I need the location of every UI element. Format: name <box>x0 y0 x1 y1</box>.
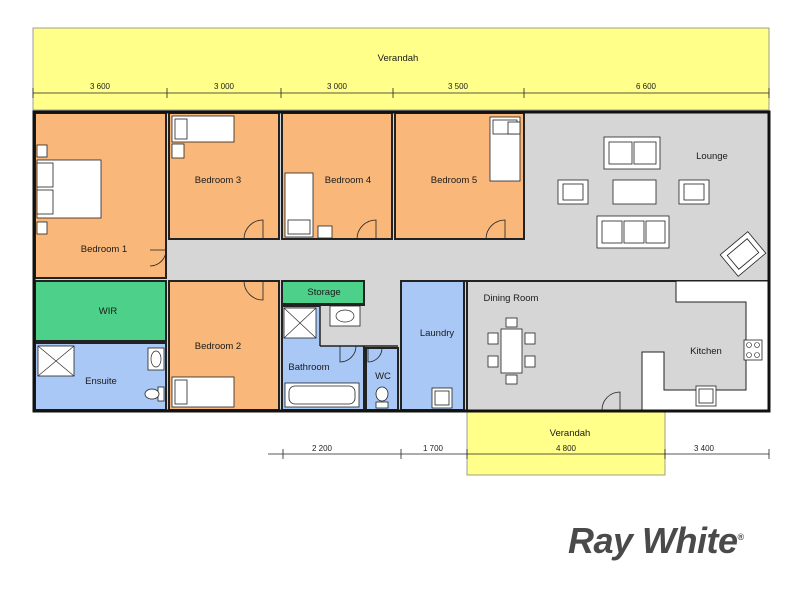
dim-top-3: 3 000 <box>327 82 348 91</box>
sink-icon <box>147 347 165 371</box>
toilet-icon <box>375 386 389 409</box>
label-bedroom-2: Bedroom 2 <box>195 341 241 352</box>
shower-icon <box>37 345 75 377</box>
brand-name: Ray White <box>568 520 738 561</box>
label-bedroom-4: Bedroom 4 <box>325 175 371 186</box>
label-wc: WC <box>375 371 391 382</box>
label-verandah-bottom: Verandah <box>550 428 591 439</box>
label-wir: WIR <box>99 306 118 317</box>
laundry-tub-icon <box>431 387 453 409</box>
dim-bottom-1: 2 200 <box>312 444 333 453</box>
dim-top-2: 3 000 <box>214 82 235 91</box>
bathtub-icon <box>284 382 360 408</box>
door-swings <box>149 219 621 411</box>
sink-icon <box>695 385 717 407</box>
dining-table-icon <box>487 317 536 385</box>
label-dining-room: Dining Room <box>484 293 539 304</box>
armchair-icon <box>678 179 710 205</box>
dim-bottom-2: 1 700 <box>423 444 444 453</box>
sofa-icon <box>603 136 661 170</box>
label-bedroom-5: Bedroom 5 <box>431 175 477 186</box>
verandah-top <box>32 27 770 111</box>
bottom-dimension-line <box>268 449 770 459</box>
dim-top-4: 3 500 <box>448 82 469 91</box>
armchair-icon <box>557 179 589 205</box>
label-bedroom-3: Bedroom 3 <box>195 175 241 186</box>
label-ensuite: Ensuite <box>85 376 117 387</box>
top-dimension-line <box>32 88 770 98</box>
shower-icon <box>283 307 317 339</box>
label-laundry: Laundry <box>420 328 455 339</box>
bed-icon <box>171 115 235 159</box>
bed-icon <box>171 376 235 408</box>
label-storage: Storage <box>307 287 340 298</box>
dim-top-5: 6 600 <box>636 82 657 91</box>
label-verandah-top: Verandah <box>378 53 419 64</box>
verandah-bottom <box>466 411 666 476</box>
sofa-icon <box>596 215 670 249</box>
label-bathroom: Bathroom <box>288 362 329 373</box>
storage-area <box>281 280 365 305</box>
armchair-icon <box>719 231 767 277</box>
label-kitchen: Kitchen <box>690 346 722 357</box>
ray-white-logo: Ray White® <box>568 520 744 562</box>
toilet-icon <box>144 386 165 402</box>
bed-icon <box>489 116 521 182</box>
bed-icon <box>36 144 102 235</box>
wir-area <box>34 280 167 342</box>
stove-icon <box>743 339 763 361</box>
bed-icon <box>284 172 333 239</box>
dim-bottom-3: 4 800 <box>556 444 577 453</box>
label-lounge: Lounge <box>696 151 728 162</box>
label-bedroom-1: Bedroom 1 <box>81 244 127 255</box>
sink-icon <box>329 305 361 327</box>
dim-bottom-4: 3 400 <box>694 444 715 453</box>
coffee-table-icon <box>612 179 657 205</box>
brand-registered-mark: ® <box>737 532 745 542</box>
dim-top-1: 3 600 <box>90 82 111 91</box>
